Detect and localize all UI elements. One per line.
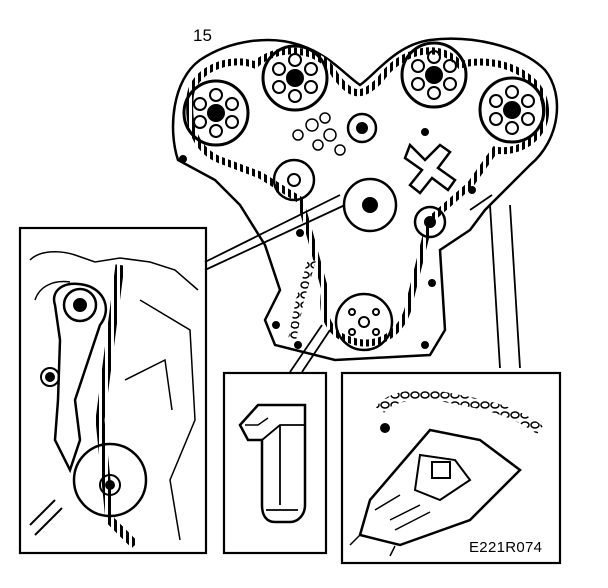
cross-bracket xyxy=(403,142,457,195)
figure-code: E221R074 xyxy=(469,539,543,556)
detail-box-left xyxy=(18,226,208,555)
clamp-body xyxy=(358,428,522,547)
cam-pulley-left-inner xyxy=(261,44,329,112)
cam-pulley-left-outer xyxy=(182,79,250,147)
cam-pulley-right-inner xyxy=(400,41,468,109)
idler-pulley-right xyxy=(413,205,447,239)
locking-tool-outline xyxy=(238,403,307,524)
detail-locking-tool xyxy=(222,371,328,555)
detail-box-right xyxy=(340,371,562,565)
timing-belt-upper xyxy=(186,47,549,347)
cam-pulley-right-outer xyxy=(478,76,546,144)
oil-pump-chain xyxy=(288,258,316,341)
leader-lines xyxy=(204,194,521,373)
gear-cluster xyxy=(292,112,346,156)
tensioner-pulley xyxy=(272,158,316,202)
detail-tensioner xyxy=(18,226,208,555)
detail-lower-pulley xyxy=(72,442,148,518)
crank-pulley xyxy=(334,292,394,352)
detail-belt xyxy=(95,264,139,549)
detail-chain-clamp xyxy=(340,371,562,565)
timing-cover-outline xyxy=(171,37,559,362)
detail-chain xyxy=(375,390,543,435)
idler-pulley-top xyxy=(346,112,378,144)
figure-number: 15 xyxy=(193,26,212,45)
detail-box-middle xyxy=(222,371,328,555)
tensioner-arm xyxy=(52,282,108,474)
engine-front-view xyxy=(171,37,559,362)
